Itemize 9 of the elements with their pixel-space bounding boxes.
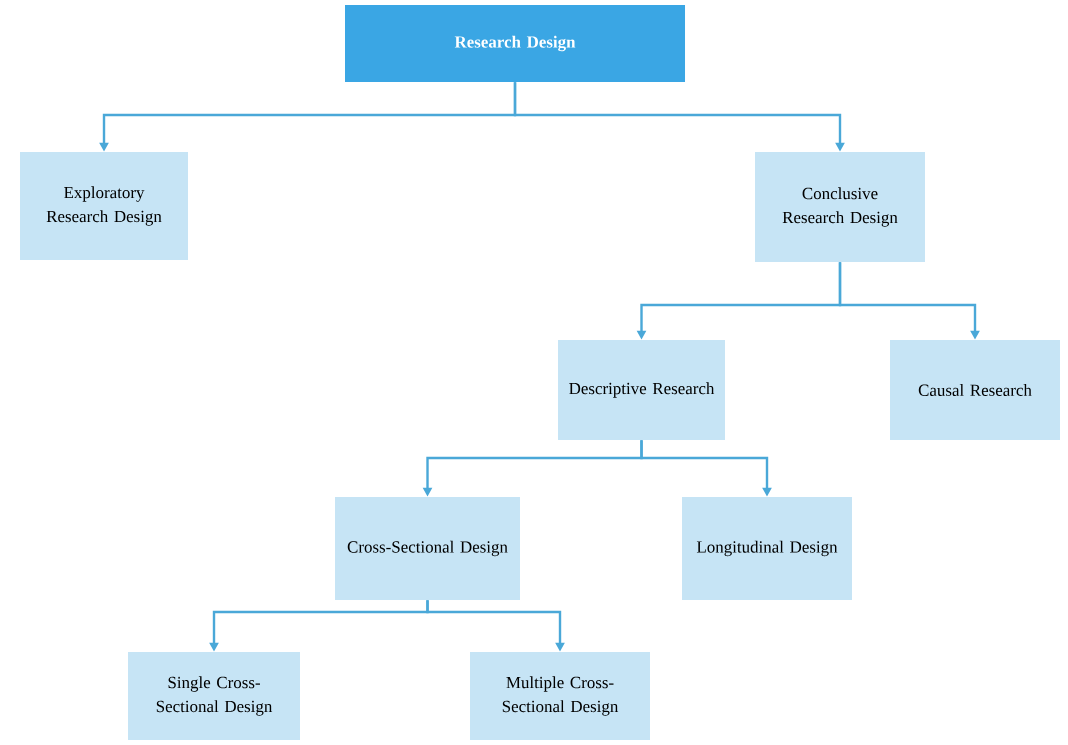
category-box: Causal Research (890, 340, 1060, 440)
category-box: Longitudinal Design (682, 497, 852, 600)
category-box: Single Cross-Sectional Design (128, 652, 300, 740)
category-box: Descriptive Research (558, 340, 725, 440)
category-box: Cross-Sectional Design (335, 497, 520, 600)
category-box: Multiple Cross-Sectional Design (470, 652, 650, 740)
category-box: Exploratory Research Design (20, 152, 188, 260)
category-box: Conclusive Research Design (755, 152, 925, 262)
title-box: Research Design (345, 5, 685, 82)
